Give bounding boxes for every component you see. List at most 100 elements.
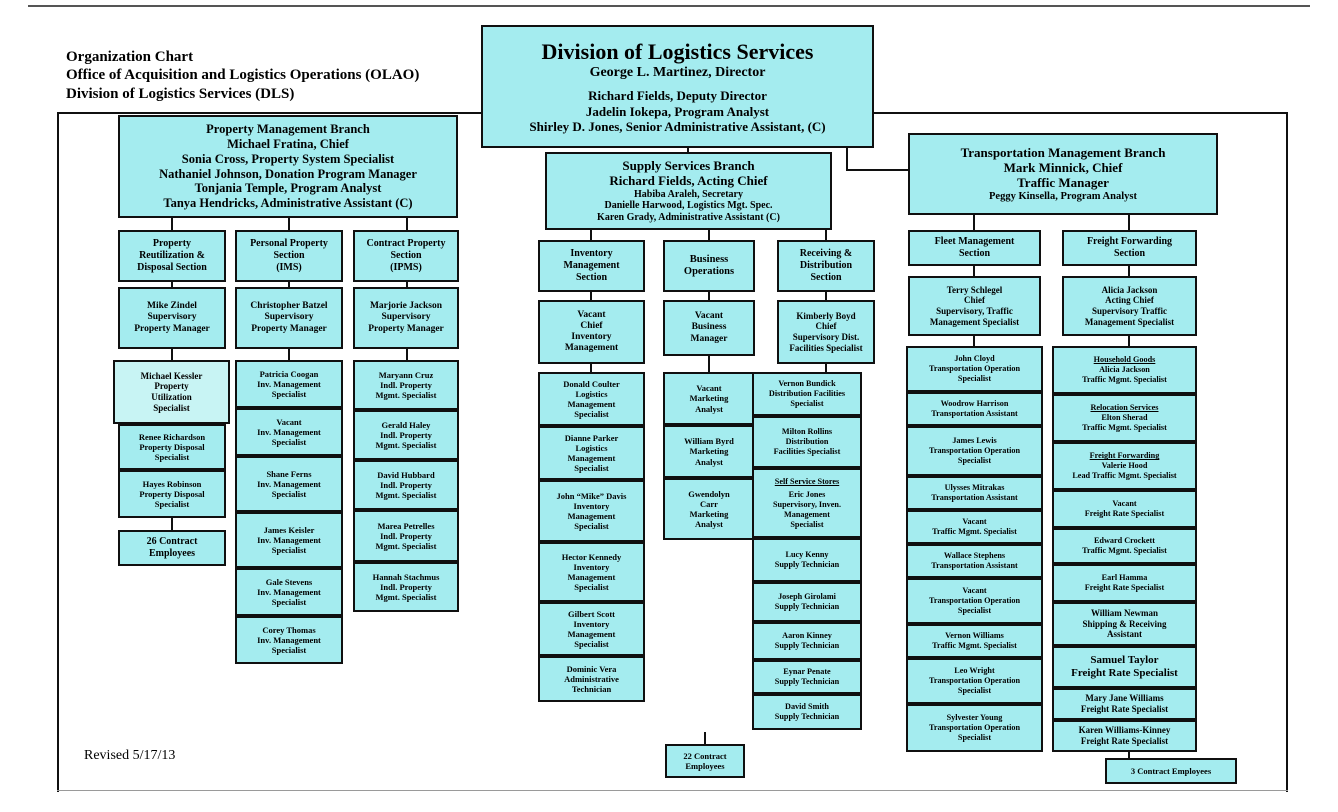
box-text: Vacant Chief Inventory Management [564, 309, 619, 354]
connector [825, 292, 827, 300]
box-text: Patricia Coogan Inv. Management Speciali… [257, 368, 321, 399]
group-header: Freight Forwarding [1089, 451, 1160, 461]
box-staff-richardson: Renee Richardson Property Disposal Speci… [118, 424, 226, 470]
box-staff-vacant-marketing: Vacant Marketing Analyst [663, 372, 755, 425]
box-staff-ferns: Shane Ferns Inv. Management Specialist [235, 456, 343, 512]
box-text: Renee Richardson Property Disposal Speci… [138, 431, 206, 462]
box-text: David Hubbard Indl. Property Mgmt. Speci… [375, 469, 437, 500]
box-staff-kessler: Michael Kessler Property Utilization Spe… [113, 360, 230, 424]
box-contract-3: 3 Contract Employees [1105, 758, 1237, 784]
box-text: Property Management Branch Michael Frati… [159, 122, 417, 210]
box-text: Lucy Kenny Supply Technician [774, 550, 840, 569]
box-text: Property Reutilization & Disposal Sectio… [137, 238, 207, 273]
self-service-header: Self Service Stores [774, 476, 840, 486]
box-staff-mitrakas: Ulysses Mitrakas Transportation Assistan… [906, 476, 1043, 510]
box-text: Marjorie Jackson Supervisory Property Ma… [368, 301, 444, 334]
box-staff-kinney-aaron: Aaron Kinney Supply Technician [752, 622, 862, 660]
box-staff-petrelles: Marea Petrelles Indl. Property Mgmt. Spe… [353, 510, 459, 562]
box-staff-williams-vernon: Vernon Williams Traffic Mgmt. Specialist [906, 624, 1043, 658]
box-text: Valerie Hood Lead Traffic Mgmt. Speciali… [1072, 461, 1177, 480]
connector [288, 218, 290, 230]
box-text: James Keisler Inv. Management Specialist [257, 524, 321, 555]
box-staff-haley: Gerald Haley Indl. Property Mgmt. Specia… [353, 410, 459, 460]
connector [825, 230, 827, 240]
box-transport-branch: Transportation Management Branch Mark Mi… [908, 133, 1218, 215]
frame-bottom-line [57, 790, 1288, 791]
box-manager-business-vacant: Vacant Business Manager [663, 300, 755, 356]
box-manager-schlegel: Terry Schlegel Chief Supervisory, Traffi… [908, 276, 1041, 336]
box-text: Edward Crockett Traffic Mgmt. Specialist [1082, 536, 1167, 555]
box-text: Personal Property Section (IMS) [250, 238, 328, 273]
box-staff-cruz: Maryann Cruz Indl. Property Mgmt. Specia… [353, 360, 459, 410]
box-text: Sylvester Young Transportation Operation… [928, 713, 1021, 742]
connector [973, 215, 975, 230]
box-staff-stachmus: Hannah Stachmus Indl. Property Mgmt. Spe… [353, 562, 459, 612]
box-text: Inventory Management Section [563, 248, 620, 283]
box-text: Business Operations [683, 253, 735, 277]
box-staff-carr: Gwendolyn Carr Marketing Analyst [663, 478, 755, 540]
box-staff-stephens: Wallace Stephens Transportation Assistan… [906, 544, 1043, 578]
box-text: 3 Contract Employees [1130, 765, 1212, 776]
box-text: Vacant Inv. Management Specialist [257, 416, 321, 447]
box-staff-stevens: Gale Stevens Inv. Management Specialist [235, 568, 343, 616]
box-text: Alicia Jackson Traffic Mgmt. Specialist [1082, 365, 1167, 384]
box-staff-parker: Dianne Parker Logistics Management Speci… [538, 426, 645, 480]
box-text: Mary Jane Williams Freight Rate Speciali… [1080, 693, 1169, 714]
box-text: Karen Williams-Kinney Freight Rate Speci… [1078, 725, 1171, 746]
box-staff-young: Sylvester Young Transportation Operation… [906, 704, 1043, 752]
box-staff-thomas: Corey Thomas Inv. Management Specialist [235, 616, 343, 664]
box-text: Vacant Freight Rate Specialist [1084, 499, 1165, 518]
connector [171, 282, 173, 287]
box-text: David Smith Supply Technician [774, 702, 840, 721]
box-manager-boyd: Kimberly Boyd Chief Supervisory Dist. Fa… [777, 300, 875, 364]
box-text-sub: Peggy Kinsella, Program Analyst [989, 190, 1137, 202]
box-staff-cloyd: John Cloyd Transportation Operation Spec… [906, 346, 1043, 392]
box-text: Eynar Penate Supply Technician [774, 667, 840, 686]
connector [825, 364, 827, 372]
box-text: Shane Ferns Inv. Management Specialist [257, 468, 321, 499]
box-text: Fleet Management Section [934, 236, 1015, 259]
box-text: Joseph Girolami Supply Technician [774, 592, 840, 611]
box-section-freight: Freight Forwarding Section [1062, 230, 1197, 266]
connector [171, 349, 173, 360]
group-header: Relocation Services [1090, 403, 1159, 413]
box-text: John “Mike” Davis Inventory Management S… [556, 490, 627, 532]
box-text: Eric Jones Supervisory, Inven. Managemen… [772, 490, 841, 529]
box-text: Vacant Business Manager [690, 311, 728, 344]
box-text: Marea Petrelles Indl. Property Mgmt. Spe… [375, 520, 437, 551]
connector [590, 364, 592, 372]
box-staff-newman: William Newman Shipping & Receiving Assi… [1052, 602, 1197, 646]
box-text: Vacant Marketing Analyst [689, 383, 729, 414]
box-staff-vacant-freight-rate: Vacant Freight Rate Specialist [1052, 490, 1197, 528]
box-staff-bundick: Vernon Bundick Distribution Facilities S… [752, 372, 862, 416]
box-staff-taylor: Samuel Taylor Freight Rate Specialist [1052, 646, 1197, 688]
box-text: William Byrd Marketing Analyst [684, 436, 734, 467]
box-text: Vacant Traffic Mgmt. Specialist [932, 517, 1017, 536]
frame-right-line [1286, 112, 1288, 792]
box-staff-byrd: William Byrd Marketing Analyst [663, 425, 755, 478]
corner-note: Organization Chart Office of Acquisition… [66, 49, 420, 102]
box-text: Dominic Vera Administrative Technician [564, 663, 619, 694]
box-text: Earl Hamma Freight Rate Specialist [1084, 573, 1165, 592]
box-staff-crockett: Edward Crockett Traffic Mgmt. Specialist [1052, 528, 1197, 564]
box-contract-22: 22 Contract Employees [665, 744, 745, 778]
box-staff-davis: John “Mike” Davis Inventory Management S… [538, 480, 645, 542]
box-staff-wright: Leo Wright Transportation Operation Spec… [906, 658, 1043, 704]
box-director: Division of Logistics Services George L.… [481, 25, 874, 148]
box-text: Corey Thomas Inv. Management Specialist [257, 624, 321, 655]
box-text: 26 Contract Employees [146, 536, 198, 559]
connector [406, 218, 408, 230]
box-text: Vacant Transportation Operation Speciali… [928, 586, 1021, 615]
box-manager-zindel: Mike Zindel Supervisory Property Manager [118, 287, 226, 349]
box-staff-penate: Eynar Penate Supply Technician [752, 660, 862, 694]
connector [406, 349, 408, 360]
box-text-sub: Habiba Araleh, Secretary Danielle Harwoo… [597, 188, 780, 224]
box-staff-keisler: James Keisler Inv. Management Specialist [235, 512, 343, 568]
box-text: Ulysses Mitrakas Transportation Assistan… [931, 483, 1018, 502]
box-text: James Lewis Transportation Operation Spe… [928, 436, 1021, 465]
box-staff-rollins: Milton Rollins Distribution Facilities S… [752, 416, 862, 468]
box-manager-inventory-vacant: Vacant Chief Inventory Management [538, 300, 645, 364]
box-manager-jackson: Marjorie Jackson Supervisory Property Ma… [353, 287, 459, 349]
box-staff-scott: Gilbert Scott Inventory Management Speci… [538, 602, 645, 656]
box-section-business-operations: Business Operations [663, 240, 755, 292]
